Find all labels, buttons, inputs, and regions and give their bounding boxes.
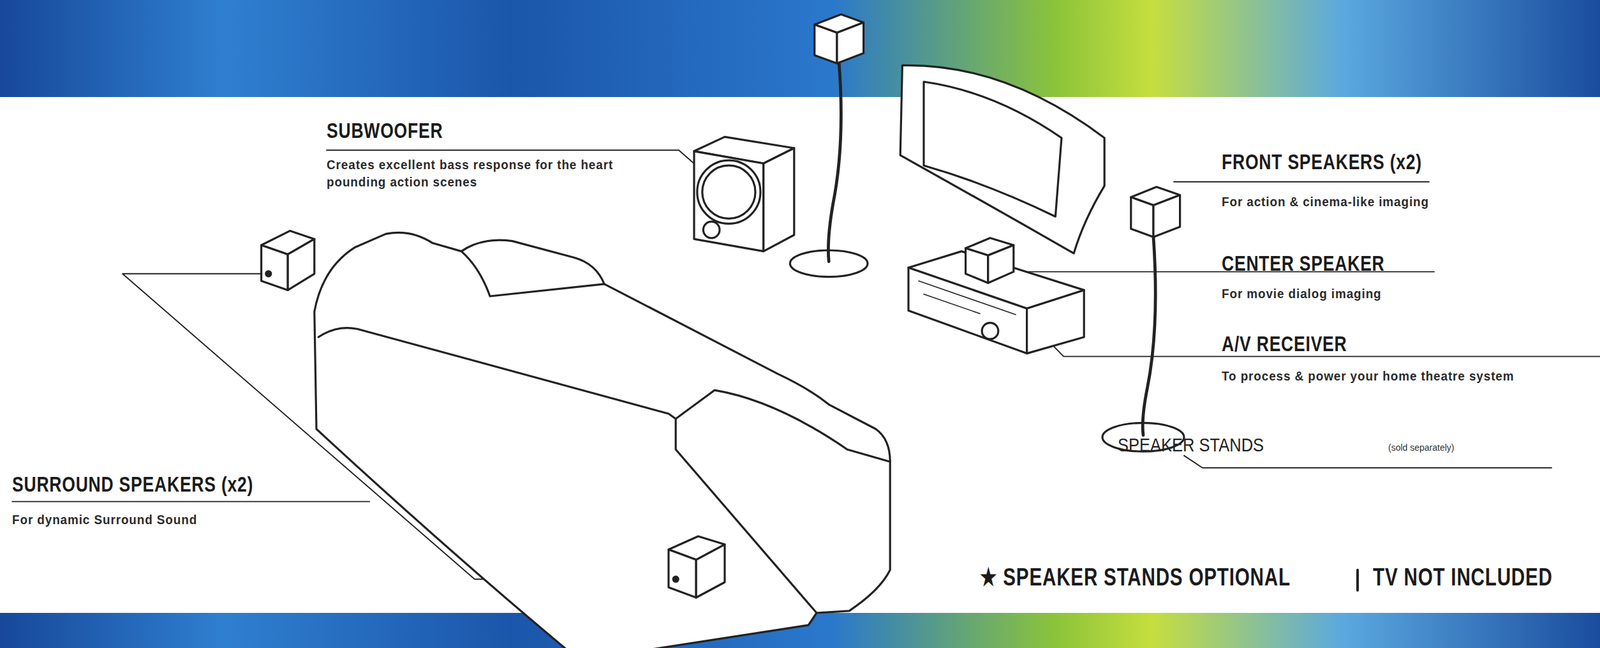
footer-note: TV NOT INCLUDED: [1372, 563, 1553, 591]
footer-note: ★ SPEAKER STANDS OPTIONAL: [979, 563, 1291, 591]
part-name: FRONT SPEAKERS (x2): [1221, 149, 1423, 174]
subwoofer: [694, 136, 795, 251]
divider: [1356, 569, 1359, 591]
part-name: CENTER SPEAKER: [1221, 251, 1386, 275]
note: (sold separately): [1388, 442, 1455, 453]
part-description: Creates excellent bass response for the …: [326, 155, 635, 191]
part-name: A/V RECEIVER: [1221, 331, 1348, 356]
leader-line: [1184, 455, 1552, 468]
sofa: [314, 232, 890, 648]
part-description: For action & cinema-like imaging: [1221, 192, 1430, 210]
part-name: SPEAKER STANDS: [1117, 433, 1264, 455]
television: [900, 65, 1105, 253]
surround-speaker: [668, 535, 725, 598]
part-description: To process & power your home theatre sys…: [1221, 366, 1514, 385]
front-speaker: [1102, 186, 1185, 452]
part-description: For movie dialog imaging: [1221, 284, 1382, 302]
gradient-band: [0, 0, 1600, 97]
leader-line: [1173, 181, 1430, 183]
surround-speaker: [261, 230, 315, 291]
front-speaker: [789, 14, 868, 277]
leader-line: [12, 500, 370, 503]
center-speaker: [965, 237, 1014, 283]
part-description: For dynamic Surround Sound: [12, 510, 198, 528]
leader-line: [1032, 324, 1600, 357]
part-name: SURROUND SPEAKERS (x2): [12, 472, 254, 496]
part-name: SUBWOOFER: [326, 118, 443, 143]
